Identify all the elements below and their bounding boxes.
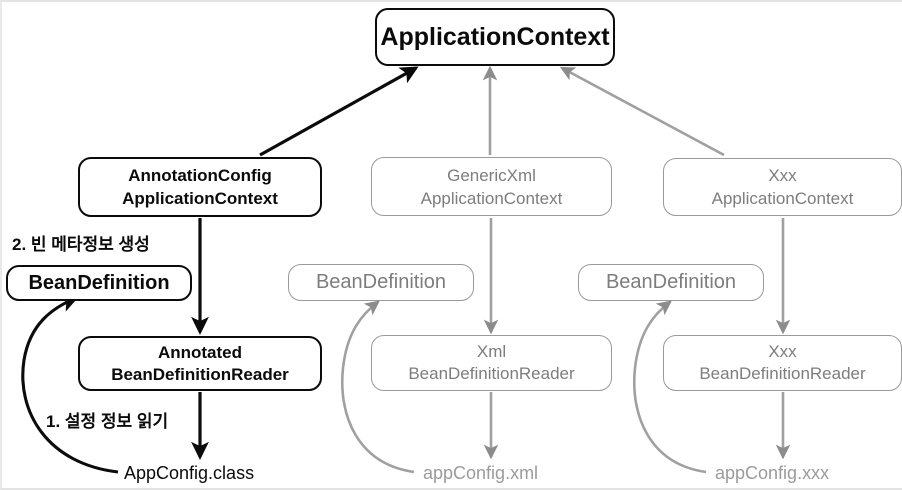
node-beandefinition-genericxml[interactable]: BeanDefinition — [288, 264, 474, 301]
node-applicationcontext-label: ApplicationContext — [380, 22, 610, 51]
node-applicationcontext[interactable]: ApplicationContext — [375, 8, 615, 66]
node-xml-beandefinitionreader-line2: BeanDefinitionReader — [408, 364, 575, 383]
node-annotationconfig-applicationcontext-line1: AnnotationConfig — [128, 166, 272, 185]
node-genericxml-applicationcontext-line2: ApplicationContext — [420, 188, 563, 208]
node-genericxml-applicationcontext-line1: GenericXml — [447, 165, 536, 185]
label-appconfig-class[interactable]: AppConfig.class — [124, 463, 255, 483]
edge-appconfigxxx-to-beandefinition — [632, 300, 707, 474]
node-beandefinition-xxx-label: BeanDefinition — [605, 271, 737, 293]
node-xxx-beandefinitionreader-line1: Xxx — [768, 342, 797, 361]
edge-annotationconfig-to-applicationcontext — [259, 66, 419, 157]
node-beandefinition-annotationconfig-label: BeanDefinition — [28, 271, 170, 294]
node-beandefinition-genericxml-label: BeanDefinition — [315, 271, 447, 293]
node-annotationconfig-applicationcontext-line2: ApplicationContext — [122, 189, 278, 208]
edge-appconfigxml-to-beandefinition — [340, 300, 415, 474]
node-annotated-beandefinitionreader-line1: Annotated — [157, 342, 243, 362]
label-appconfig-xxx[interactable]: appConfig.xxx — [715, 463, 830, 483]
node-xxx-beandefinitionreader-line2: BeanDefinitionReader — [699, 364, 866, 383]
annotation-step-2: 2. 빈 메타정보 생성 — [12, 235, 150, 254]
label-appconfig-xml[interactable]: appConfig.xml — [423, 463, 539, 483]
node-xml-beandefinitionreader[interactable]: Xml BeanDefinitionReader — [371, 335, 612, 391]
node-annotated-beandefinitionreader[interactable]: Annotated BeanDefinitionReader — [78, 336, 322, 391]
node-xxx-applicationcontext[interactable]: Xxx ApplicationContext — [663, 158, 902, 216]
node-xxx-beandefinitionreader[interactable]: Xxx BeanDefinitionReader — [663, 335, 902, 391]
node-xml-beandefinitionreader-line1: Xml — [476, 342, 507, 361]
annotation-step-1: 1. 설정 정보 읽기 — [46, 412, 169, 431]
edge-appconfigclass-to-beandefinition — [21, 295, 119, 474]
node-beandefinition-xxx[interactable]: BeanDefinition — [578, 264, 764, 301]
node-xxx-applicationcontext-line2: ApplicationContext — [711, 189, 854, 208]
edge-xxx-to-applicationcontext — [559, 66, 725, 157]
node-annotated-beandefinitionreader-line2: BeanDefinitionReader — [111, 364, 289, 384]
node-annotationconfig-applicationcontext[interactable]: AnnotationConfig ApplicationContext — [78, 157, 322, 217]
node-genericxml-applicationcontext[interactable]: GenericXml ApplicationContext — [371, 157, 612, 216]
node-xxx-applicationcontext-line1: Xxx — [768, 166, 797, 185]
node-beandefinition-annotationconfig[interactable]: BeanDefinition — [6, 265, 192, 301]
